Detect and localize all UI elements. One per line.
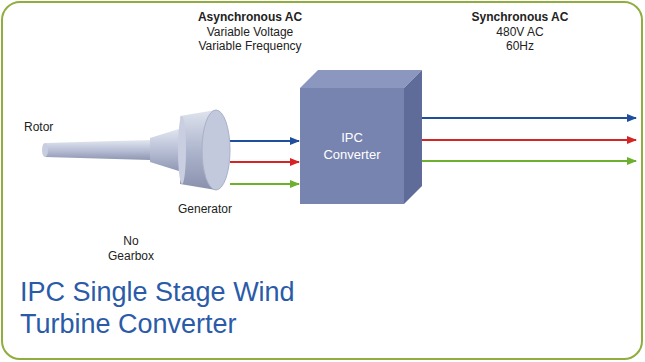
- converter-box: IPC Converter: [300, 88, 404, 204]
- diagram-title: IPC Single Stage Wind Turbine Converter: [20, 276, 330, 340]
- box-side: [404, 70, 422, 204]
- part-note: No: [123, 234, 138, 249]
- power-arrow: [230, 161, 299, 163]
- signal-note: Variable Frequency: [198, 39, 301, 54]
- power-arrow: [230, 183, 299, 185]
- part-note: Gearbox: [108, 249, 154, 264]
- signal-note: 480V AC: [496, 25, 543, 40]
- generator: Generator: [180, 110, 230, 190]
- box-top: [300, 70, 422, 88]
- generator-face: [202, 110, 230, 190]
- generator-back: [178, 116, 186, 184]
- node-shape: [300, 88, 404, 204]
- part-name: Rotor: [24, 120, 53, 135]
- node-shape: [180, 110, 230, 190]
- power-arrow: [230, 140, 299, 142]
- part-name: Generator: [178, 202, 232, 217]
- section-heading: Asynchronous AC: [198, 10, 302, 25]
- signal-note: 60Hz: [506, 39, 534, 54]
- signal-note: Variable Voltage: [207, 25, 294, 40]
- box-front: [300, 88, 404, 204]
- box-label: IPC Converter: [322, 129, 382, 163]
- section-heading: Synchronous AC: [472, 10, 569, 25]
